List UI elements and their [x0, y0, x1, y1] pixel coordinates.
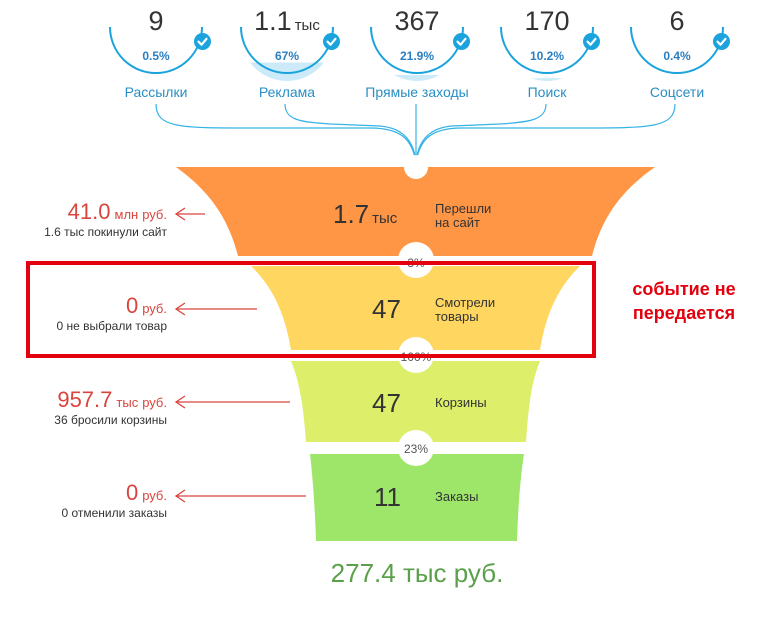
source-fill-level: [371, 74, 463, 81]
source-label: Реклама: [258, 84, 316, 100]
funnel-stage-cart: [291, 361, 540, 442]
source-fill-level: [501, 78, 593, 81]
stage-value: 11: [374, 482, 401, 512]
source-count: 6: [669, 6, 685, 36]
conversion-node: [398, 242, 434, 278]
check-icon: [323, 33, 340, 50]
highlight-box: [26, 261, 596, 358]
funnel-stage-visitors: [176, 167, 655, 256]
source-label: Прямые заходы: [365, 84, 469, 100]
source-count: 367: [394, 6, 440, 36]
check-icon: [583, 33, 600, 50]
check-icon: [453, 33, 470, 50]
conversion-node: [398, 430, 434, 466]
source-share: 10.2%: [529, 49, 565, 63]
source-share: 21.9%: [399, 49, 435, 63]
conversion-rate: 23%: [403, 442, 429, 456]
loss-description: 0 не выбрали товар: [56, 319, 167, 333]
annotation-text: событие не передается: [632, 279, 736, 323]
source-search[interactable]: 170 10.2% Поиск: [482, 0, 612, 108]
funnel-stage-orders: [310, 454, 524, 541]
source-label: Соцсети: [649, 84, 705, 100]
source-share: 67%: [274, 49, 300, 63]
check-icon: [713, 33, 730, 50]
entry-node: [404, 155, 428, 179]
stage-label: Перешли на сайт: [435, 201, 492, 230]
stage-label: Смотрели товары: [435, 295, 496, 324]
source-newsletters[interactable]: 9 0.5% Рассылки: [91, 0, 221, 108]
funnel-stage-viewed: [251, 266, 580, 350]
total-revenue: 277.4 тыс руб.: [330, 558, 504, 588]
source-count: 170: [524, 6, 570, 36]
source-label: Поиск: [527, 84, 567, 100]
loss-description: 1.6 тыс покинули сайт: [44, 225, 167, 239]
source-social[interactable]: 6 0.4% Соцсети: [612, 0, 742, 108]
loss-description: 0 отменили заказы: [61, 506, 167, 520]
stage-value: 47: [372, 388, 401, 418]
check-icon: [194, 33, 211, 50]
stage-label: Заказы: [435, 489, 479, 504]
source-direct[interactable]: 367 21.9% Прямые заходы: [352, 0, 482, 108]
loss-description: 36 бросили корзины: [54, 413, 167, 427]
stage-value: 47: [372, 294, 401, 324]
source-label: Рассылки: [124, 84, 188, 100]
source-share: 0.4%: [663, 49, 691, 63]
source-count: 9: [148, 6, 164, 36]
stage-label: Корзины: [435, 395, 487, 410]
source-share: 0.5%: [142, 49, 170, 63]
loss-arrows: [174, 207, 306, 503]
